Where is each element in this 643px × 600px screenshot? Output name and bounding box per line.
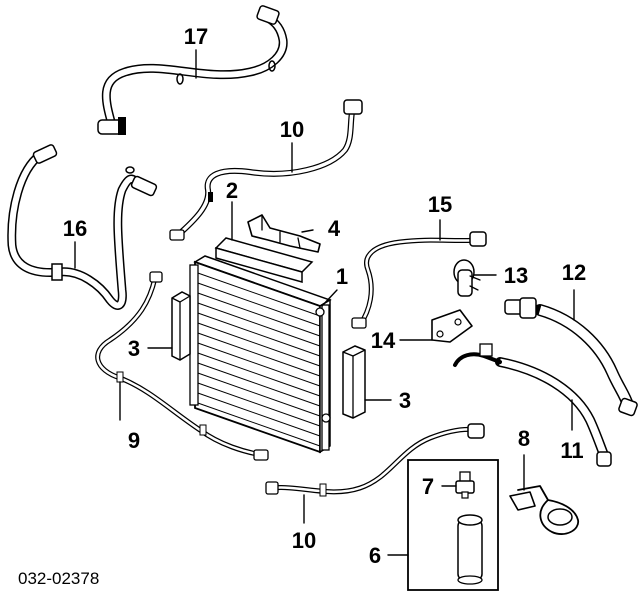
seal-3-right	[342, 345, 366, 419]
callout-6: 7	[422, 474, 434, 499]
callout-5: 6	[369, 543, 381, 568]
callout-14: 14	[371, 328, 396, 353]
plug-6	[455, 471, 475, 499]
hose-16	[7, 144, 158, 310]
callout-3-left: 3	[128, 336, 140, 361]
callout-1: 1	[336, 264, 348, 289]
callout-13: 13	[504, 263, 528, 288]
switch-13	[453, 259, 481, 297]
callout-17: 17	[184, 24, 208, 49]
callout-12: 12	[562, 260, 586, 285]
pipe-9	[265, 423, 485, 497]
clamp-7	[509, 485, 579, 535]
receiver-drier-5	[407, 459, 499, 591]
pipe-8	[95, 271, 269, 461]
callout-2: 2	[226, 178, 238, 203]
pipe-10	[169, 99, 363, 241]
hose-11	[453, 343, 612, 467]
bracket-14	[431, 309, 473, 343]
leader-lines	[74, 49, 575, 556]
callout-9: 10	[292, 528, 316, 553]
callout-15: 15	[428, 192, 452, 217]
callout-16: 16	[63, 216, 87, 241]
pipe-15	[351, 231, 487, 329]
callout-10: 10	[280, 117, 304, 142]
figure-code: 032-02378	[18, 569, 99, 588]
callout-11: 11	[560, 438, 583, 463]
condenser-fins	[194, 271, 321, 447]
callout-4: 4	[328, 216, 341, 241]
condenser-1	[189, 255, 332, 454]
seal-3-left	[171, 291, 191, 361]
callout-3-right: 3	[399, 388, 411, 413]
callout-8: 9	[128, 428, 140, 453]
hose-12	[504, 297, 638, 417]
pipe-17	[97, 5, 288, 135]
callout-7: 8	[518, 426, 530, 451]
part-2-strip	[214, 237, 314, 283]
part-4-bracket	[247, 214, 321, 253]
